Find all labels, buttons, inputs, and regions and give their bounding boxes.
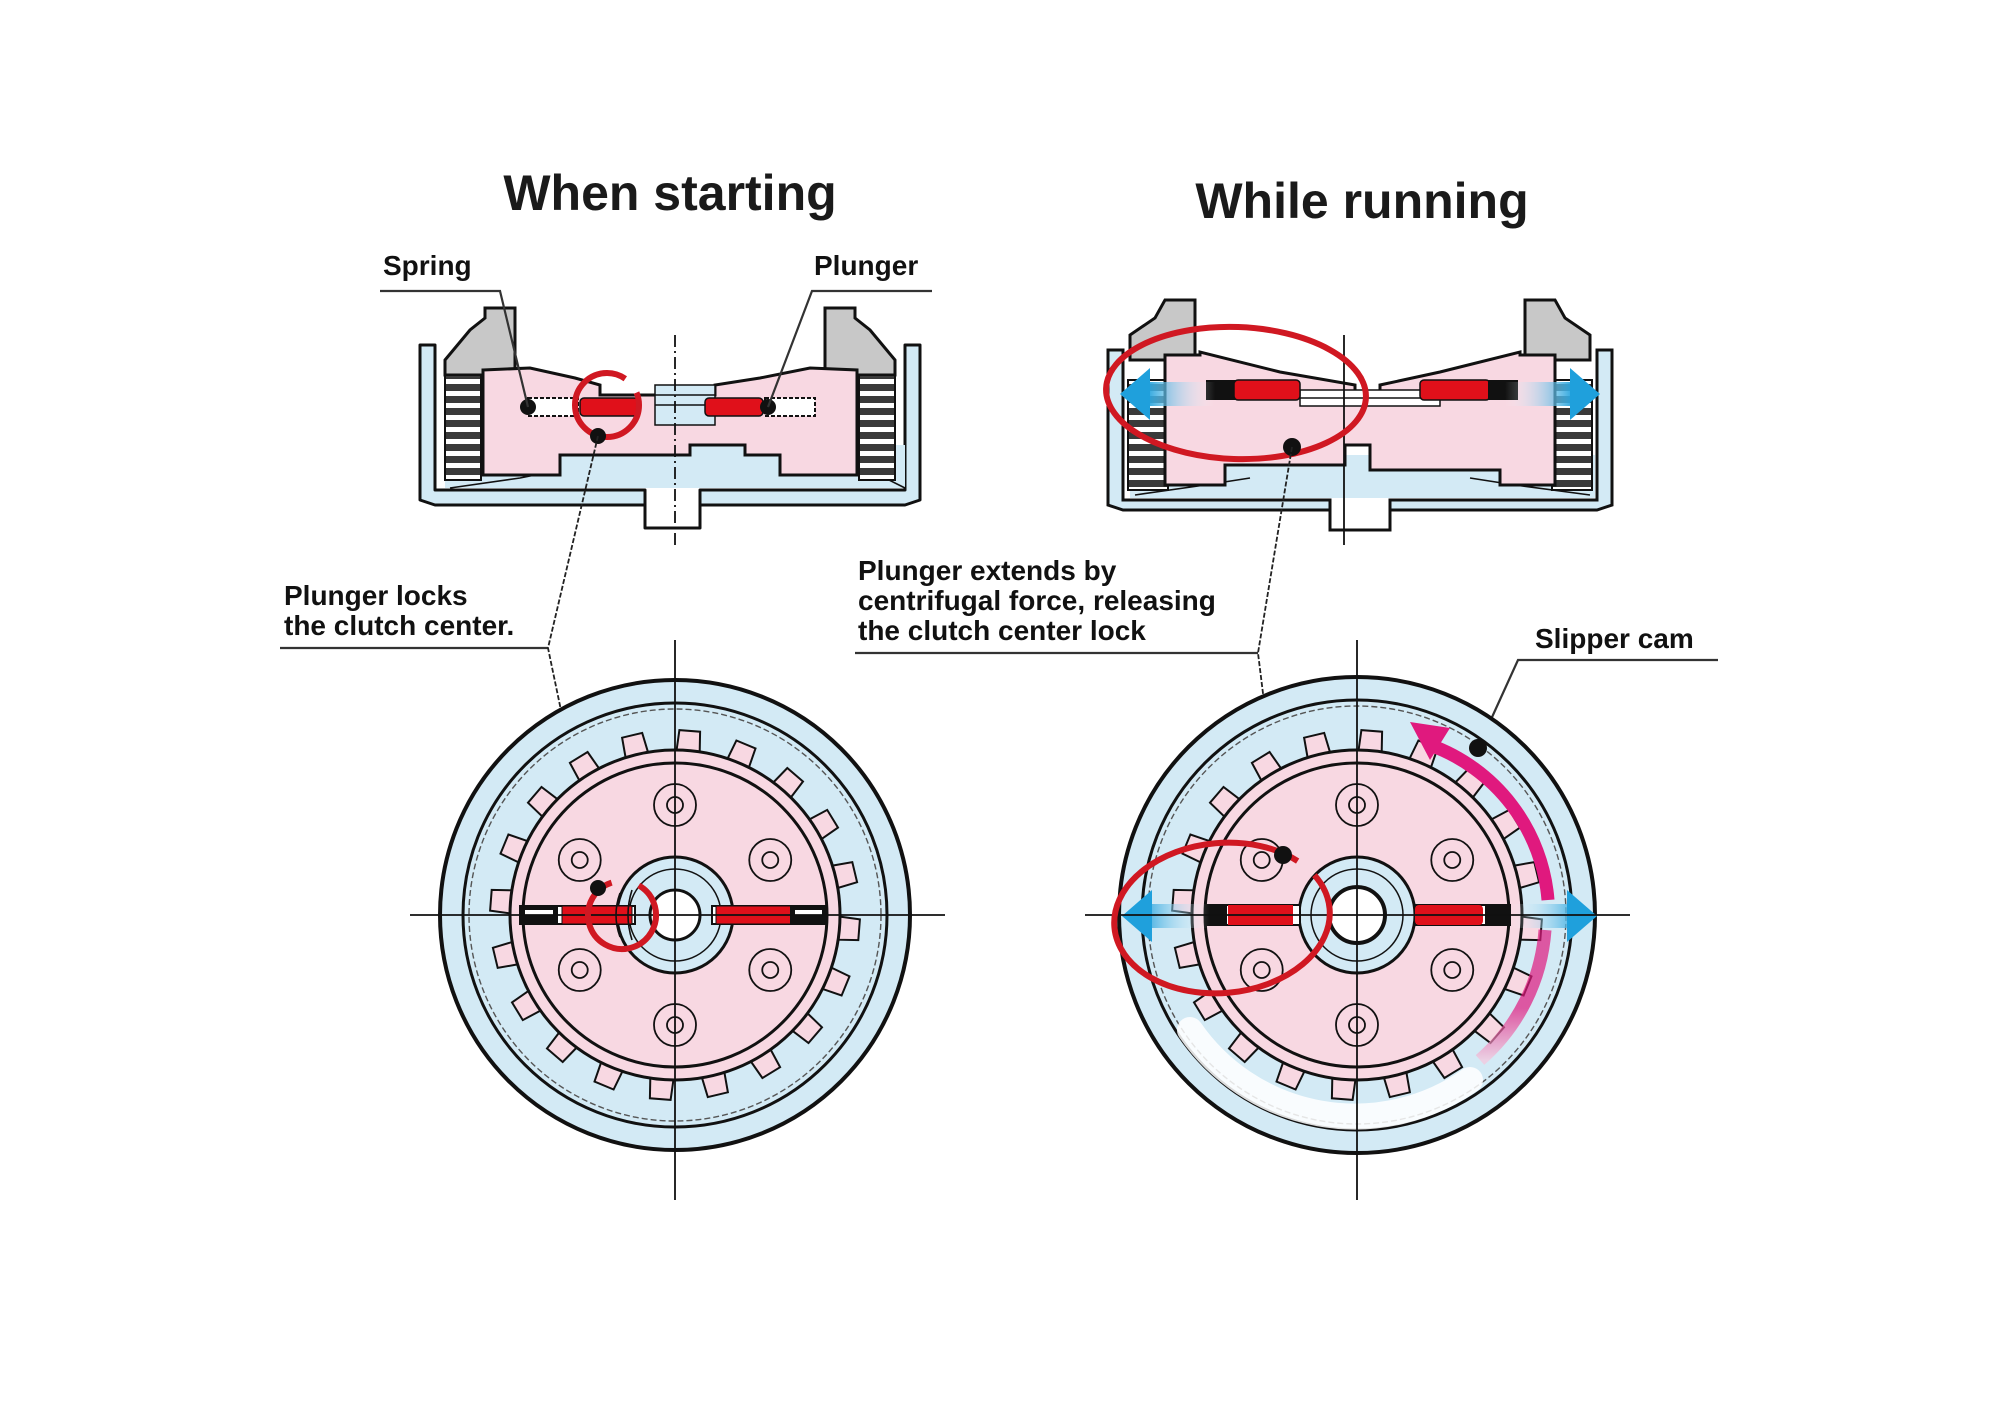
- plunger-right: [704, 397, 764, 417]
- bolt-hole: [570, 961, 589, 979]
- extend-arrow-left: [1120, 368, 1215, 420]
- bolt-hole: [570, 851, 589, 869]
- bolt-boss: [557, 838, 602, 882]
- label-plunger: Plunger: [814, 250, 918, 281]
- extend-arrow-right-front: [1510, 890, 1597, 942]
- panel-title-running: While running: [1195, 173, 1528, 229]
- front-view-running: [1085, 640, 1630, 1200]
- plunger-left-r: [1233, 379, 1301, 401]
- plunger-right-r: [1419, 379, 1491, 401]
- label-plunger-locks-1: Plunger locks: [284, 580, 468, 611]
- lock-highlight-ring: [572, 370, 642, 440]
- slipper-rotation-arrow: [1410, 722, 1555, 1065]
- release-highlight-ellipse: [1103, 323, 1369, 463]
- label-extends-1: Plunger extends by: [858, 555, 1117, 586]
- clutch-plates-left: [444, 374, 482, 481]
- bolt-hole: [761, 851, 780, 869]
- label-slipper-cam: Slipper cam: [1535, 623, 1694, 654]
- pressure-plate-right-r: [1523, 298, 1592, 362]
- bolt-boss: [748, 948, 793, 992]
- plunger-left: [579, 397, 639, 417]
- extend-arrow-left-front: [1122, 890, 1210, 942]
- label-plunger-locks-2: the clutch center.: [284, 610, 514, 641]
- slip-band: [1177, 1017, 1483, 1130]
- bolt-boss: [748, 838, 793, 882]
- clutch-outer-basket-r: [1106, 348, 1614, 532]
- bolt-hole: [1252, 851, 1271, 869]
- section-view-running: [1103, 298, 1614, 545]
- front-view-starting: [410, 640, 945, 1200]
- panel-when-starting: When starting: [280, 165, 945, 1200]
- bolt-boss: [1239, 948, 1284, 992]
- pressure-plate-right: [823, 306, 897, 377]
- section-view-starting: [418, 306, 922, 545]
- panel-while-running: While running: [855, 173, 1718, 1200]
- lock-highlight-ring-front: [585, 878, 659, 952]
- bolt-boss: [1430, 838, 1475, 882]
- clutch-plates-right: [858, 374, 896, 481]
- bolt-hole: [1443, 961, 1462, 979]
- panel-title-starting: When starting: [503, 165, 836, 221]
- pressure-plate-left: [443, 306, 517, 377]
- bolt-boss: [557, 948, 602, 992]
- label-extends-2: centrifugal force, releasing: [858, 585, 1216, 616]
- clutch-outer-basket: [418, 343, 922, 530]
- bolt-hole: [1252, 961, 1271, 979]
- release-highlight-ellipse-front: [1111, 839, 1333, 997]
- bolt-hole: [761, 961, 780, 979]
- label-spring: Spring: [383, 250, 472, 281]
- bolt-hole: [1443, 851, 1462, 869]
- extend-arrow-right: [1505, 368, 1600, 420]
- bolt-boss: [1430, 948, 1475, 992]
- label-extends-3: the clutch center lock: [858, 615, 1146, 646]
